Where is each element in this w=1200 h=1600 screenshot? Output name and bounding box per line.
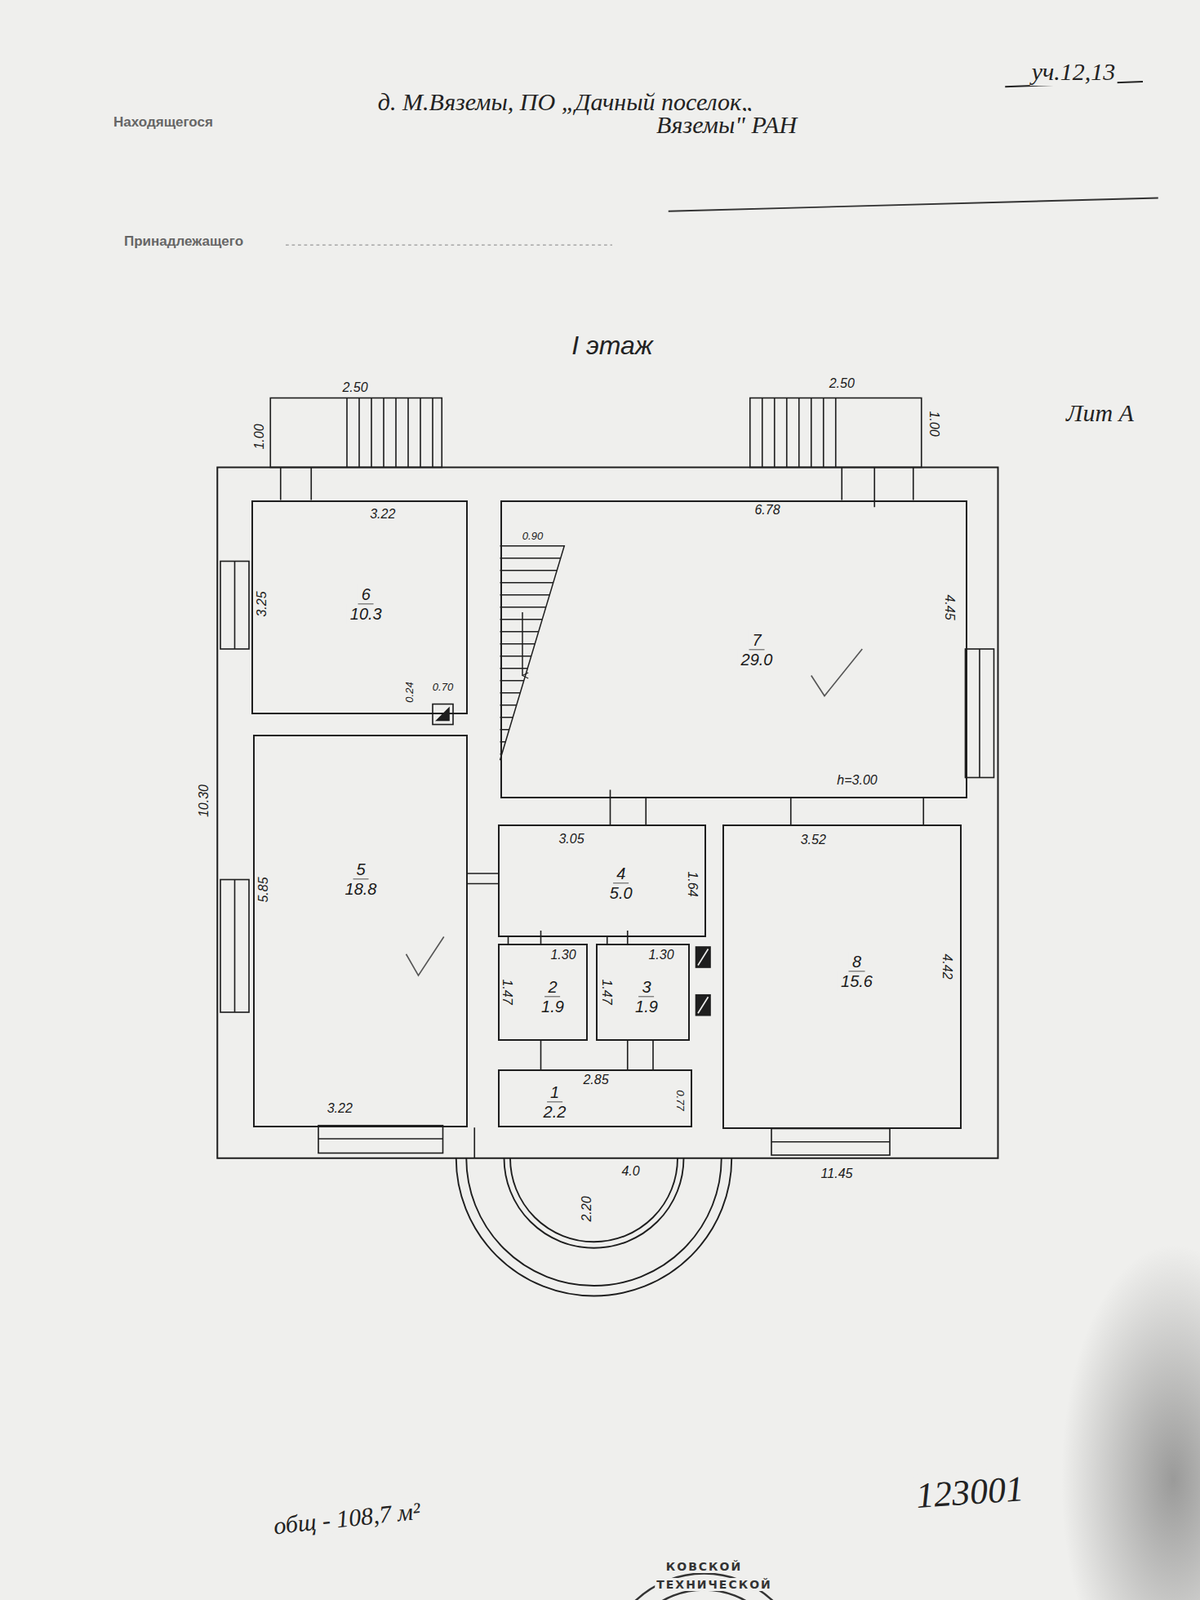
ceiling-height: h=3.00 bbox=[835, 773, 879, 788]
room-area: 15.6 bbox=[837, 971, 876, 991]
dimension: 0.24 bbox=[403, 680, 416, 704]
room-box: 815.6 bbox=[722, 824, 962, 1129]
dimension: 4.0 bbox=[619, 1164, 641, 1179]
room-label: 610.3 bbox=[346, 584, 386, 623]
room-number: 3 bbox=[638, 977, 654, 997]
stair-step bbox=[500, 557, 561, 560]
room-label: 729.0 bbox=[737, 630, 777, 669]
stair-step bbox=[500, 569, 558, 572]
stair-step bbox=[500, 618, 543, 621]
outer-wall bbox=[217, 467, 998, 1159]
vent-ducts bbox=[432, 704, 711, 1016]
stamp-text: ТЕХНИЧЕСКОЙ bbox=[654, 1577, 774, 1592]
dimension: 2.50 bbox=[827, 376, 857, 392]
form-line bbox=[285, 244, 613, 245]
stair-step bbox=[500, 680, 525, 682]
stair-step bbox=[500, 643, 536, 645]
room-box: 45.0 bbox=[497, 824, 707, 938]
porch-steps bbox=[270, 398, 922, 468]
stair bbox=[500, 546, 565, 761]
form-line bbox=[668, 198, 1159, 212]
dimension: 3.52 bbox=[799, 832, 828, 848]
dimension: 4.45 bbox=[942, 592, 957, 622]
room-label: 21.9 bbox=[537, 977, 568, 1016]
form-field: Принадлежащего bbox=[122, 233, 245, 250]
room-area: 1.9 bbox=[537, 996, 568, 1016]
room-number: 4 bbox=[613, 864, 629, 885]
dimension: 2.20 bbox=[579, 1195, 595, 1224]
room-number: 7 bbox=[748, 630, 765, 650]
door-openings bbox=[280, 467, 925, 1159]
form-field: Находящегося bbox=[111, 114, 215, 131]
stair-step bbox=[500, 606, 547, 609]
plot-number: уч.12,13 bbox=[1030, 57, 1118, 86]
stair-step bbox=[500, 655, 532, 658]
dimension: 5.85 bbox=[256, 875, 272, 904]
copy-smudge bbox=[1061, 1244, 1200, 1600]
letter-label: Лит А bbox=[1064, 399, 1136, 427]
stair-step bbox=[500, 594, 551, 596]
room-number: 5 bbox=[352, 860, 369, 880]
room-label: 518.8 bbox=[342, 860, 381, 899]
stamp bbox=[604, 1573, 805, 1600]
dimension: 1.47 bbox=[499, 977, 515, 1006]
round-porch bbox=[456, 1158, 733, 1297]
room-label: 815.6 bbox=[837, 951, 876, 991]
room-area: 29.0 bbox=[737, 649, 777, 669]
room-area: 5.0 bbox=[606, 884, 636, 903]
dimension: 2.50 bbox=[340, 380, 369, 396]
dimension: 0.90 bbox=[520, 529, 545, 543]
dimension: 10.30 bbox=[196, 782, 212, 819]
dimension: 1.00 bbox=[252, 422, 267, 451]
room-box: 518.8 bbox=[253, 734, 468, 1128]
dimension: 1.30 bbox=[548, 947, 578, 963]
room-label: 45.0 bbox=[606, 864, 636, 903]
room-area: 1.9 bbox=[631, 996, 662, 1016]
dimension: 0.77 bbox=[673, 1088, 686, 1112]
room-number: 1 bbox=[546, 1082, 563, 1103]
dimension: 1.30 bbox=[646, 947, 676, 963]
check-marks bbox=[406, 648, 863, 976]
total-area-note: общ - 108,7 м² bbox=[270, 1496, 423, 1540]
address-note: Вяземы" РАН bbox=[654, 111, 799, 139]
stair-step bbox=[500, 716, 514, 719]
stair-step bbox=[500, 631, 539, 633]
stair-step bbox=[500, 667, 529, 670]
stamp-text: КОВСКОЙ bbox=[664, 1560, 744, 1574]
dimension: 2.85 bbox=[581, 1072, 610, 1088]
handwritten-number: 123001 bbox=[912, 1466, 1027, 1516]
dimension: 3.05 bbox=[556, 831, 586, 847]
stair-step bbox=[500, 704, 517, 707]
dimension: 1.47 bbox=[599, 977, 614, 1006]
room-area: 18.8 bbox=[342, 880, 381, 899]
room-box: 729.0 bbox=[500, 500, 969, 799]
dimension: 3.25 bbox=[254, 589, 270, 618]
room-area: 2.2 bbox=[540, 1102, 570, 1121]
room-label: 31.9 bbox=[631, 977, 662, 1016]
room-number: 2 bbox=[544, 977, 560, 997]
room-label: 12.2 bbox=[540, 1082, 570, 1121]
room-area: 10.3 bbox=[346, 604, 386, 623]
dimension: 11.45 bbox=[819, 1166, 855, 1182]
room-number: 6 bbox=[358, 584, 374, 605]
stair-step bbox=[500, 582, 554, 584]
dimension: 1.64 bbox=[684, 869, 700, 898]
dimension: 0.70 bbox=[431, 680, 455, 694]
room-number: 8 bbox=[848, 951, 865, 972]
dimension: 3.22 bbox=[325, 1101, 355, 1116]
dimension: 4.42 bbox=[939, 951, 955, 981]
dimension: 1.00 bbox=[926, 408, 942, 438]
stair-step bbox=[500, 692, 521, 694]
windows bbox=[220, 561, 995, 1156]
dimension: 6.78 bbox=[752, 502, 782, 518]
floor-title: I этаж bbox=[569, 329, 655, 360]
dimension: 3.22 bbox=[368, 506, 397, 522]
